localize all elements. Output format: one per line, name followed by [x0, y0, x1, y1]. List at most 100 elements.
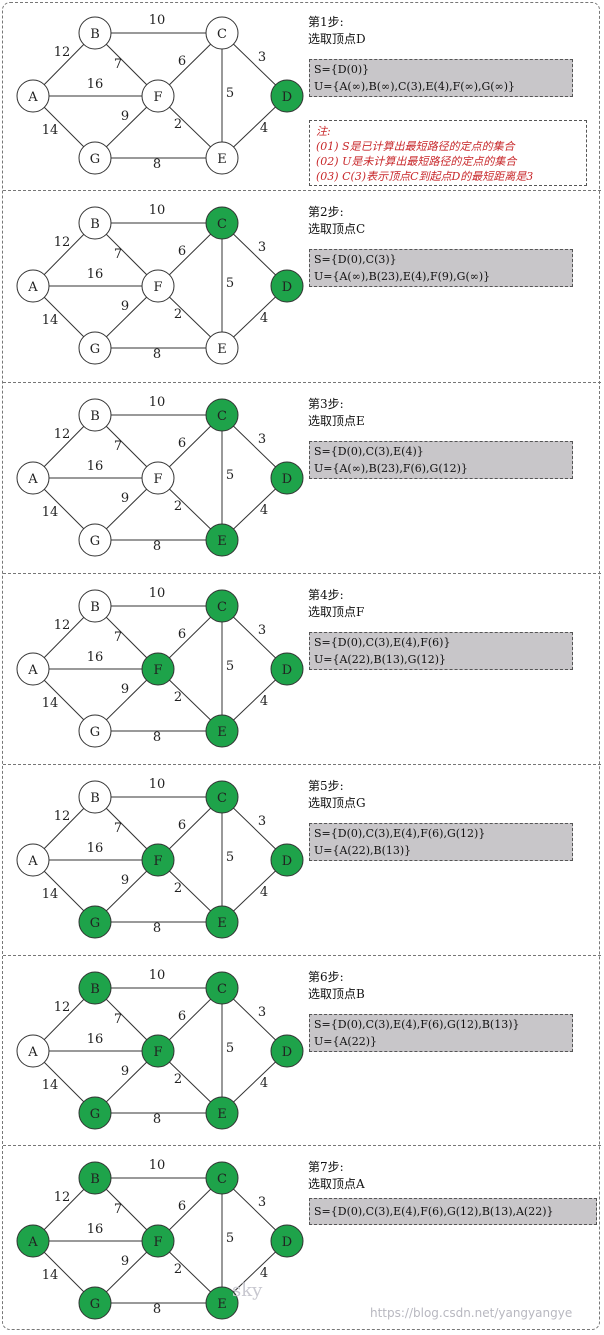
- node-label-A: A: [27, 90, 38, 105]
- edge-weight-A-G: 14: [42, 1268, 59, 1283]
- node-label-D: D: [282, 472, 292, 487]
- edge-weight-C-E: 5: [226, 1041, 234, 1056]
- note-line-3: (03) C(3)表示顶点C到起点D的最短距离是3: [316, 170, 534, 183]
- step-subtitle: 选取顶点A: [308, 1177, 365, 1191]
- edge-weight-A-B: 12: [54, 235, 71, 250]
- edge-weight-F-G: 9: [121, 299, 129, 314]
- step-separator: [3, 1145, 601, 1146]
- node-label-F: F: [153, 1045, 162, 1060]
- node-B-unvisited: [78, 589, 112, 623]
- node-G-visited: [78, 1096, 112, 1130]
- set-u-line: U={A(22)}: [314, 1035, 378, 1048]
- step-subtitle: 选取顶点F: [308, 605, 365, 619]
- step-subtitle: 选取顶点G: [308, 796, 366, 810]
- edge-weight-B-C: 10: [149, 968, 166, 983]
- node-label-E: E: [217, 534, 227, 549]
- set-u-line: U={A(∞),B(23),F(6),G(12)}: [314, 462, 468, 475]
- edge-weight-E-D: 4: [260, 121, 268, 136]
- step-separator: [3, 955, 601, 956]
- edge-weight-A-F: 16: [87, 841, 104, 856]
- node-F-unvisited: [141, 461, 175, 495]
- node-label-G: G: [90, 534, 100, 549]
- step-separator: [3, 382, 601, 383]
- node-B-unvisited: [78, 398, 112, 432]
- edge-weight-B-C: 10: [149, 777, 166, 792]
- step-subtitle: 选取顶点D: [308, 32, 366, 46]
- step-title: 第6步:: [308, 970, 344, 984]
- edge-weight-F-G: 9: [121, 873, 129, 888]
- set-u-line: U={A(∞),B(23),E(4),F(9),G(∞)}: [314, 270, 491, 283]
- edge-weight-G-E: 8: [153, 1112, 161, 1127]
- step-subtitle: 选取顶点B: [308, 987, 365, 1001]
- edge-weight-G-E: 8: [153, 157, 161, 172]
- node-G-visited: [78, 905, 112, 939]
- edge-weight-C-F: 6: [178, 1009, 186, 1024]
- set-box: S={D(0),C(3),E(4)} U={A(∞),B(23),F(6),G(1…: [309, 441, 573, 479]
- note-box: 注: (01) S是已计算出最短路径的定点的集合 (02) U是未计算出最短路径…: [309, 120, 587, 186]
- node-B-visited: [78, 971, 112, 1005]
- node-label-G: G: [90, 342, 100, 357]
- node-label-F: F: [153, 854, 162, 869]
- edge-weight-B-F: 7: [114, 630, 122, 645]
- step-subtitle: 选取顶点C: [308, 222, 366, 236]
- edge-weight-F-E: 2: [174, 307, 182, 322]
- node-label-D: D: [282, 280, 292, 295]
- set-s-line: S={D(0),C(3),E(4),F(6),G(12)}: [314, 827, 486, 840]
- node-A-unvisited: [16, 1034, 50, 1068]
- node-D-visited: [270, 461, 304, 495]
- set-s-line: S={D(0),C(3),E(4),F(6),G(12),B(13),A(22)…: [314, 1205, 554, 1218]
- node-A-visited: [16, 1224, 50, 1258]
- node-label-G: G: [90, 725, 100, 740]
- node-label-E: E: [217, 725, 227, 740]
- set-s-line: S={D(0),C(3),E(4)}: [314, 445, 424, 458]
- node-label-C: C: [217, 791, 227, 806]
- edge-weight-A-B: 12: [54, 1190, 71, 1205]
- set-box: S={D(0),C(3),E(4),F(6),G(12),B(13),A(22)…: [309, 1198, 597, 1225]
- edge-weight-B-F: 7: [114, 1012, 122, 1027]
- node-C-visited: [205, 1161, 239, 1195]
- step-separator: [3, 190, 601, 191]
- edge-weight-F-G: 9: [121, 491, 129, 506]
- edge-weight-B-C: 10: [149, 586, 166, 601]
- node-A-unvisited: [16, 79, 50, 113]
- edge-weight-G-E: 8: [153, 921, 161, 936]
- node-label-B: B: [90, 791, 100, 806]
- edge-weight-F-G: 9: [121, 682, 129, 697]
- node-C-visited: [205, 589, 239, 623]
- node-label-A: A: [27, 663, 38, 678]
- edge-weight-C-F: 6: [178, 818, 186, 833]
- node-label-B: B: [90, 27, 100, 42]
- node-label-D: D: [282, 663, 292, 678]
- node-G-unvisited: [78, 523, 112, 557]
- edge-weight-F-E: 2: [174, 117, 182, 132]
- node-label-E: E: [217, 152, 227, 167]
- edge-weight-F-G: 9: [121, 1064, 129, 1079]
- node-C-visited: [205, 398, 239, 432]
- node-label-F: F: [153, 1235, 162, 1250]
- node-label-D: D: [282, 90, 292, 105]
- node-E-visited: [205, 1096, 239, 1130]
- edge-weight-C-D: 3: [258, 50, 266, 65]
- edge-weight-C-E: 5: [226, 659, 234, 674]
- edge-weight-A-F: 16: [87, 1222, 104, 1237]
- edge-weight-G-E: 8: [153, 347, 161, 362]
- edge-weight-A-F: 16: [87, 267, 104, 282]
- step-title: 第2步:: [308, 205, 344, 219]
- edge-weight-A-F: 16: [87, 1032, 104, 1047]
- node-label-G: G: [90, 916, 100, 931]
- edge-weight-C-D: 3: [258, 623, 266, 638]
- node-label-B: B: [90, 409, 100, 424]
- edge-weight-C-F: 6: [178, 627, 186, 642]
- node-D-visited: [270, 79, 304, 113]
- node-label-A: A: [27, 1235, 38, 1250]
- node-label-C: C: [217, 409, 227, 424]
- step-subtitle: 选取顶点E: [308, 414, 365, 428]
- step-title: 第7步:: [308, 1160, 344, 1174]
- step-title: 第4步:: [308, 588, 344, 602]
- edge-weight-A-G: 14: [42, 887, 59, 902]
